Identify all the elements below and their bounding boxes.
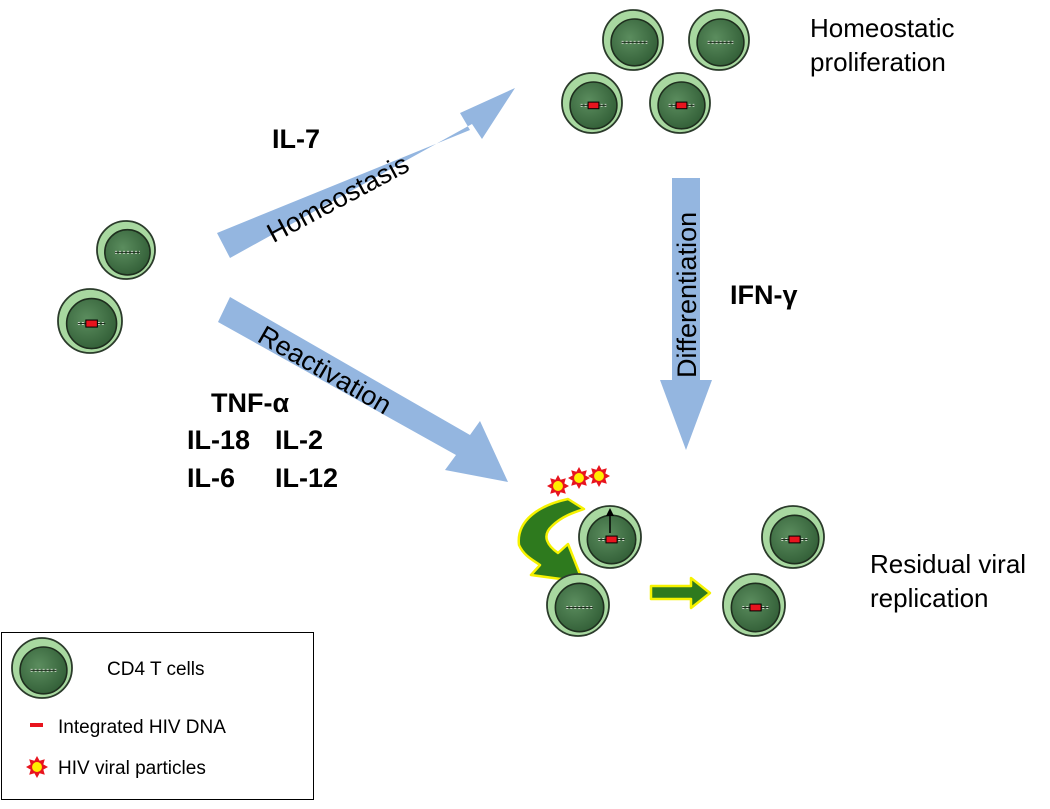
cell-homeostatic-1 — [602, 9, 664, 71]
cell-homeostatic-2 — [688, 9, 750, 71]
legend-particles-label: HIV viral particles — [58, 758, 206, 779]
cell-homeostatic-3 — [561, 72, 623, 134]
cell-target — [546, 573, 610, 637]
cell-newly-infected-1 — [761, 505, 825, 569]
il18-label: IL-18 — [187, 425, 251, 455]
legend-symbols — [11, 637, 73, 778]
integrated-dna-icon — [30, 723, 43, 727]
budding-arrow-head — [606, 508, 614, 516]
il12-label: IL-12 — [275, 463, 339, 493]
homeostatic-proliferation-label: Homeostatic proliferation — [810, 13, 955, 77]
residual-replication-label: Residual viral replication — [870, 549, 1027, 613]
il6-label: IL-6 — [187, 463, 236, 493]
cell-resting-top — [96, 220, 156, 280]
cell-homeostatic-4 — [649, 72, 711, 134]
cell-producing-virus — [578, 505, 642, 569]
legend-particle-icon — [26, 756, 48, 778]
cell-newly-infected-2 — [722, 573, 786, 637]
virus-particle-1 — [547, 475, 569, 497]
ifn-gamma-label: IFN-γ — [730, 280, 798, 310]
differentiation-arrow-label: Differentiation — [672, 211, 702, 378]
virus-particle-3 — [588, 465, 610, 487]
il7-label: IL-7 — [272, 124, 321, 154]
virus-particle-2 — [568, 467, 590, 489]
cell-resting-infected — [57, 288, 123, 354]
il2-label: IL-2 — [275, 425, 324, 455]
legend-dna-label: Integrated HIV DNA — [58, 717, 226, 738]
legend: CD4 T cells Integrated HIV DNA HIV viral… — [1, 632, 314, 800]
legend-cell-icon — [11, 637, 73, 699]
legend-cd4-label: CD4 T cells — [107, 659, 205, 680]
tnf-alpha-label: TNF-α — [211, 388, 290, 418]
homeostasis-arrow — [217, 88, 515, 258]
reactivation-arrow — [218, 297, 508, 482]
green-curved-arrow — [517, 497, 586, 584]
differentiation-arrow — [660, 178, 712, 450]
green-straight-arrow — [649, 576, 712, 610]
